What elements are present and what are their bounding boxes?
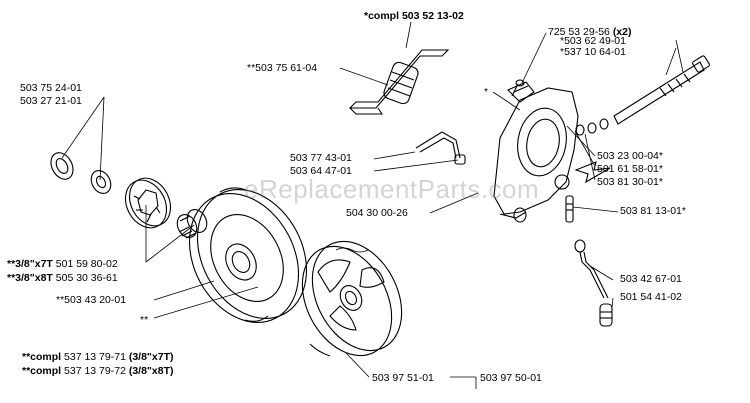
label-compl-50352: *compl 503 52 13-02 bbox=[364, 10, 464, 22]
label-compl-53713-7971: **compl 537 13 79-71 (3/8"x7T) bbox=[22, 351, 174, 363]
adjust-screw-part bbox=[565, 195, 574, 223]
needle-bearing-part bbox=[176, 209, 208, 239]
rotation-arrow bbox=[574, 161, 611, 184]
label-50362-4901: *503 62 49-01 bbox=[560, 35, 626, 47]
label-compl-prefix: *compl bbox=[364, 10, 400, 22]
clutch-spring-part bbox=[335, 247, 369, 253]
label-72553-2956: 725 53 29-56 (x2) bbox=[548, 26, 632, 38]
label-sprocket-7t-size: **3/8"x7T bbox=[7, 258, 53, 270]
label-compl-53713-7972: **compl 537 13 79-72 (3/8"x8T) bbox=[22, 365, 174, 377]
drive-bar-part bbox=[348, 49, 450, 115]
clutch-assembly-part bbox=[301, 240, 403, 357]
label-compl-7t-prefix: **compl bbox=[22, 351, 62, 363]
thrust-washer-part bbox=[90, 170, 112, 194]
label-50381-1301: 503 81 13-01* bbox=[620, 205, 686, 217]
label-50375-2401: 503 75 24-01 bbox=[20, 82, 82, 94]
label-50381-3001: 503 81 30-01* bbox=[597, 176, 663, 188]
label-72553-number: 725 53 29-56 bbox=[548, 26, 610, 38]
label-compl-number: 503 52 13-02 bbox=[401, 10, 464, 22]
label-compl-8t-size: (3/8"x8T) bbox=[128, 365, 174, 377]
watermark: eReplacementParts.com bbox=[244, 174, 540, 204]
label-53710-6401: *537 10 64-01 bbox=[560, 46, 626, 58]
label-53713-7972: 537 13 79-72 bbox=[64, 365, 126, 377]
label-53713-7971: 537 13 79-71 bbox=[64, 351, 126, 363]
label-50377-4301: 503 77 43-01 bbox=[290, 152, 352, 164]
oil-filter-part bbox=[599, 303, 613, 327]
rim-sprocket-part bbox=[124, 177, 172, 229]
oil-pump-housing-part bbox=[493, 81, 579, 223]
seal-washers-part bbox=[575, 118, 609, 136]
label-50375-6104: **503 75 61-04 bbox=[247, 62, 318, 74]
label-qty: (x2) bbox=[612, 26, 632, 38]
pump-shaft-part bbox=[613, 55, 710, 125]
leader-lines bbox=[61, 21, 684, 389]
label-50327-2101: 503 27 21-01 bbox=[20, 95, 82, 107]
label-compl-8t-prefix: **compl bbox=[22, 365, 62, 377]
label-50397-5001: 503 97 50-01 bbox=[480, 372, 542, 384]
label-sprocket-8t-size: **3/8"x8T bbox=[7, 272, 53, 284]
washer-part bbox=[50, 152, 74, 180]
label-sprocket-8t: **3/8"x8T 505 30 36-61 bbox=[7, 272, 118, 284]
label-double-asterisk: ** bbox=[140, 314, 149, 326]
label-50364-4701: 503 64 47-01 bbox=[290, 165, 352, 177]
screw-part bbox=[511, 79, 525, 97]
label-50530-3661: 505 30 36-61 bbox=[55, 272, 118, 284]
label-50342-6701: 503 42 67-01 bbox=[620, 273, 682, 285]
label-50159-8002: 501 59 80-02 bbox=[55, 258, 118, 270]
label-50323-0004: 503 23 00-04* bbox=[597, 150, 663, 162]
label-50343-2001: **503 43 20-01 bbox=[56, 294, 127, 306]
clutch-drum-part bbox=[188, 187, 308, 324]
label-asterisk: * bbox=[484, 86, 489, 98]
label-50430-0026: 504 30 00-26 bbox=[346, 207, 408, 219]
label-50397-5101: 503 97 51-01 bbox=[372, 372, 434, 384]
label-sprocket-7t: **3/8"x7T 501 59 80-02 bbox=[7, 258, 118, 270]
label-50154-4102: 501 54 41-02 bbox=[620, 291, 682, 303]
label-compl-7t-size: (3/8"x7T) bbox=[128, 351, 174, 363]
oil-hose-part bbox=[415, 131, 466, 165]
oil-tube-part bbox=[574, 239, 609, 299]
label-50161-5801: 501 61 58-01* bbox=[597, 163, 663, 175]
